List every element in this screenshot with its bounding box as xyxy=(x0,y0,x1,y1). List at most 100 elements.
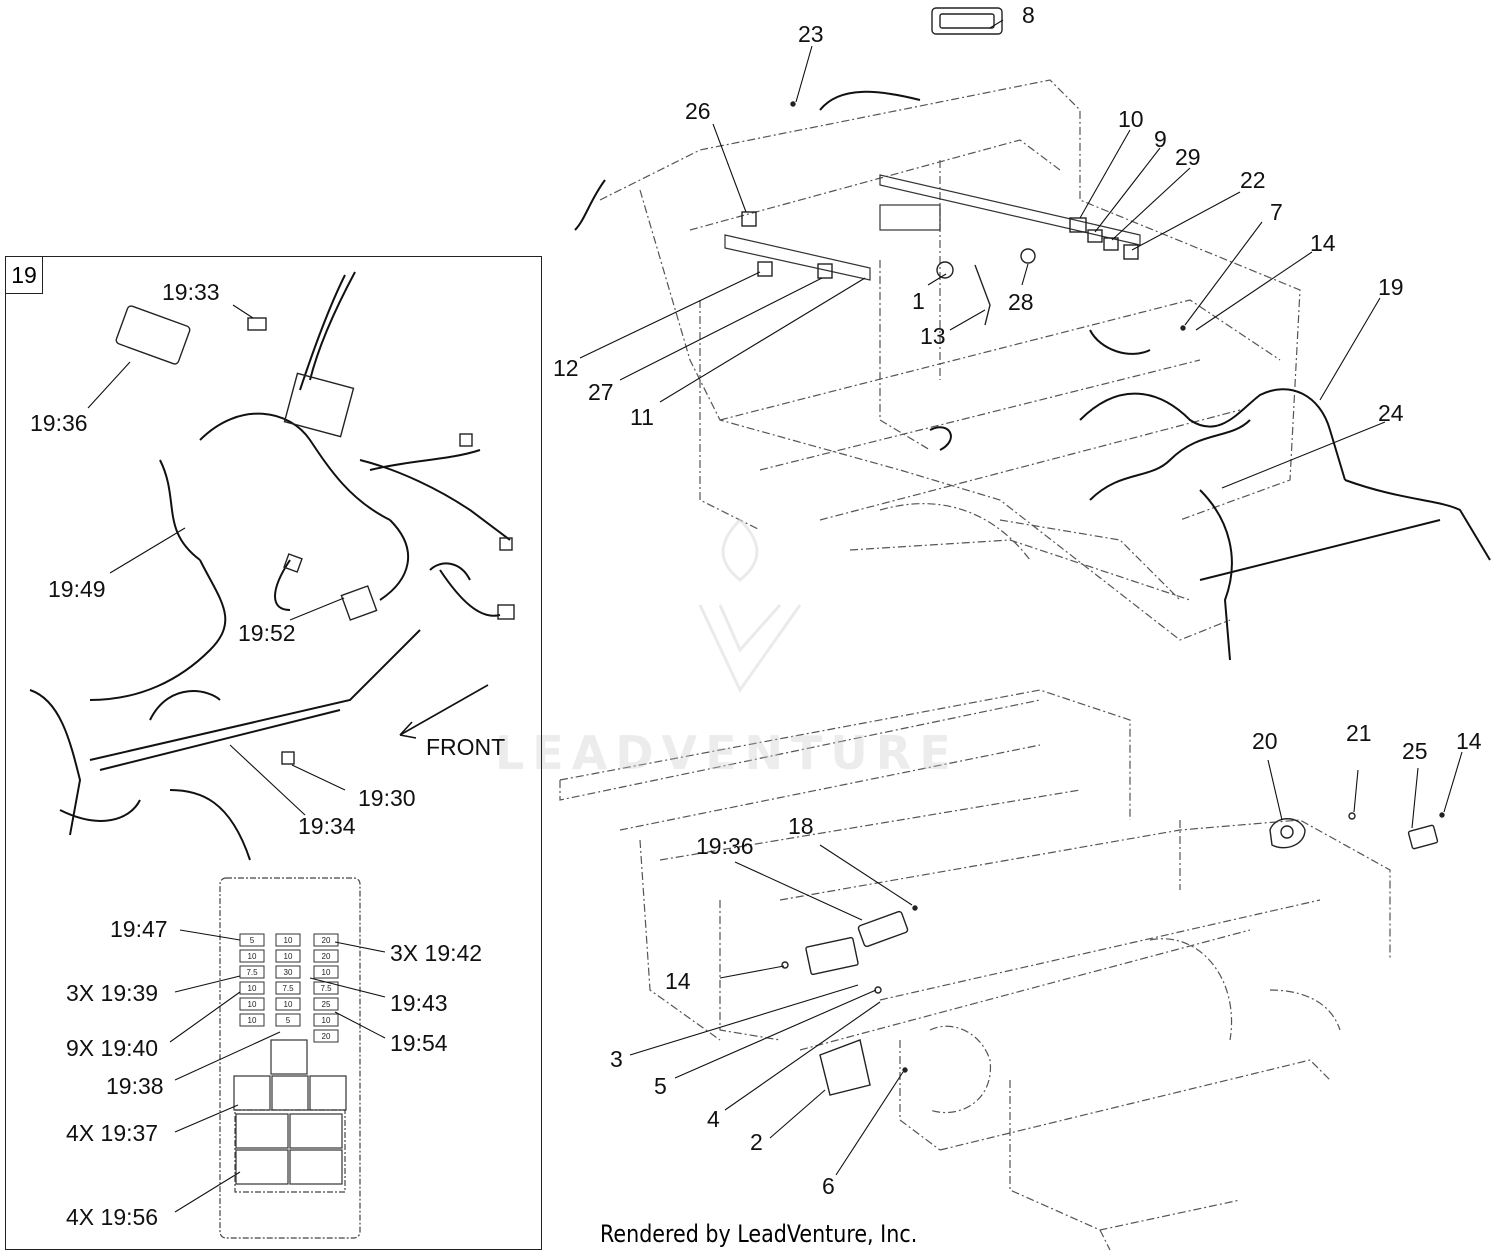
callout-8[interactable]: 8 xyxy=(1022,2,1035,28)
callout-19-47[interactable]: 19:47 xyxy=(110,916,168,942)
fuse-rating-left-3: 7.5 xyxy=(246,968,258,977)
fuse-slot-right-5 xyxy=(313,997,339,1011)
callout-19[interactable]: 19 xyxy=(1378,274,1404,300)
fuse-rating-left-1: 5 xyxy=(250,936,255,945)
fuse-rating-right-7: 20 xyxy=(322,1032,331,1041)
lower-components xyxy=(781,812,1445,1096)
fuse-slot-middle-1 xyxy=(275,933,301,947)
fuse-slot-right-2 xyxy=(313,949,339,963)
upper-components xyxy=(741,7,1186,331)
callout-11[interactable]: 11 xyxy=(630,404,654,430)
callout-9x-19-40[interactable]: 9X 19:40 xyxy=(66,1035,159,1061)
fuse-rating-middle-3: 30 xyxy=(284,968,293,977)
main-harness-drawing xyxy=(574,90,1491,661)
inset-harness-drawing xyxy=(29,271,511,861)
callout-4[interactable]: 4 xyxy=(707,1106,720,1132)
callout-29[interactable]: 29 xyxy=(1175,144,1201,170)
callout-19-33[interactable]: 19:33 xyxy=(162,279,220,305)
fuse-rating-middle-6: 5 xyxy=(286,1016,291,1025)
watermark-logo xyxy=(698,517,802,693)
callout-13[interactable]: 13 xyxy=(920,323,946,349)
inset-frame xyxy=(5,256,542,1250)
fuse-rating-left-4: 10 xyxy=(248,984,257,993)
callout-9[interactable]: 9 xyxy=(1154,126,1167,152)
lower-frame-drawing xyxy=(559,689,1391,1251)
leader-lines xyxy=(87,19,1463,1213)
fuse-rating-left-2: 10 xyxy=(248,952,257,961)
fuse-rating-left-5: 10 xyxy=(248,1000,257,1009)
callout-14-right[interactable]: 14 xyxy=(1456,728,1482,754)
fuse-slot-right-6 xyxy=(313,1013,339,1027)
callout-28[interactable]: 28 xyxy=(1008,289,1034,315)
callout-14-lower[interactable]: 14 xyxy=(665,968,691,994)
callout-25[interactable]: 25 xyxy=(1402,738,1428,764)
callout-19-34[interactable]: 19:34 xyxy=(298,813,356,839)
callout-22[interactable]: 22 xyxy=(1240,167,1266,193)
fuse-rating-left-6: 10 xyxy=(248,1016,257,1025)
callout-20[interactable]: 20 xyxy=(1252,728,1278,754)
fuse-slot-right-3 xyxy=(313,965,339,979)
fuse-rating-middle-5: 10 xyxy=(284,1000,293,1009)
callout-4x-19-56[interactable]: 4X 19:56 xyxy=(66,1204,159,1230)
fuse-slot-right-1 xyxy=(313,933,339,947)
watermark-text: LEADVENTURE xyxy=(495,726,959,780)
fuse-slot-left-3 xyxy=(239,965,265,979)
inset-components xyxy=(115,305,515,765)
fuse-rating-middle-2: 10 xyxy=(284,952,293,961)
callout-27[interactable]: 27 xyxy=(588,379,614,405)
callout-2[interactable]: 2 xyxy=(750,1129,763,1155)
fuse-slot-right-7 xyxy=(313,1029,339,1043)
fuse-rating-right-2: 20 xyxy=(322,952,331,961)
callout-18[interactable]: 18 xyxy=(788,813,814,839)
callout-19-38[interactable]: 19:38 xyxy=(106,1073,164,1099)
callout-3x-19-42[interactable]: 3X 19:42 xyxy=(390,940,483,966)
fuse-slot-middle-2 xyxy=(275,949,301,963)
callout-12[interactable]: 12 xyxy=(553,355,579,381)
fuse-slot-middle-4 xyxy=(275,981,301,995)
fuse-slot-middle-5 xyxy=(275,997,301,1011)
callout-14-top[interactable]: 14 xyxy=(1310,230,1336,256)
callout-3[interactable]: 3 xyxy=(610,1046,623,1072)
callout-19-30[interactable]: 19:30 xyxy=(358,785,416,811)
callout-19-52[interactable]: 19:52 xyxy=(238,620,296,646)
inset-tag: 19 xyxy=(5,256,43,294)
callout-19-49[interactable]: 19:49 xyxy=(48,576,106,602)
fuse-rating-middle-1: 10 xyxy=(284,936,293,945)
callout-7[interactable]: 7 xyxy=(1270,199,1283,225)
front-arrow xyxy=(399,684,489,739)
callout-24[interactable]: 24 xyxy=(1378,400,1404,426)
fuse-slot-left-4 xyxy=(239,981,265,995)
callout-19-54[interactable]: 19:54 xyxy=(390,1030,448,1056)
callout-4x-19-37[interactable]: 4X 19:37 xyxy=(66,1120,159,1146)
callout-3x-19-39[interactable]: 3X 19:39 xyxy=(66,980,159,1006)
fuse-slot-left-6 xyxy=(239,1013,265,1027)
fuse-box-drawing xyxy=(219,877,361,1239)
callout-1[interactable]: 1 xyxy=(912,288,925,314)
fuse-slot-left-2 xyxy=(239,949,265,963)
callout-19-36[interactable]: 19:36 xyxy=(696,833,754,859)
callout-21[interactable]: 21 xyxy=(1346,720,1372,746)
fuse-slot-middle-6 xyxy=(275,1013,301,1027)
fuse-slot-middle-3 xyxy=(275,965,301,979)
fuse-rating-middle-4: 7.5 xyxy=(282,984,294,993)
fuse-rating-right-6: 10 xyxy=(322,1016,331,1025)
callout-23[interactable]: 23 xyxy=(798,21,824,47)
front-label: FRONT xyxy=(426,734,506,760)
callout-19-36-inset[interactable]: 19:36 xyxy=(30,410,88,436)
callout-6[interactable]: 6 xyxy=(822,1173,835,1199)
dash-bar-drawing xyxy=(724,174,1141,281)
footer-credit: Rendered by LeadVenture, Inc. xyxy=(600,1220,918,1248)
fuse-rating-right-4: 7.5 xyxy=(320,984,332,993)
callout-10[interactable]: 10 xyxy=(1118,106,1144,132)
fuse-rating-right-3: 10 xyxy=(322,968,331,977)
fuse-rating-right-1: 20 xyxy=(322,936,331,945)
callout-19-43[interactable]: 19:43 xyxy=(390,990,448,1016)
callout-5[interactable]: 5 xyxy=(654,1073,667,1099)
fuse-slot-left-5 xyxy=(239,997,265,1011)
fuse-box-relays xyxy=(233,1039,347,1185)
fuse-rating-right-5: 25 xyxy=(322,1000,331,1009)
callout-26[interactable]: 26 xyxy=(685,98,711,124)
fuse-grid: 5 10 7.5 10 10 10 10 10 30 7.5 10 5 20 20 10 7.5 25 10 20 xyxy=(239,933,339,1043)
